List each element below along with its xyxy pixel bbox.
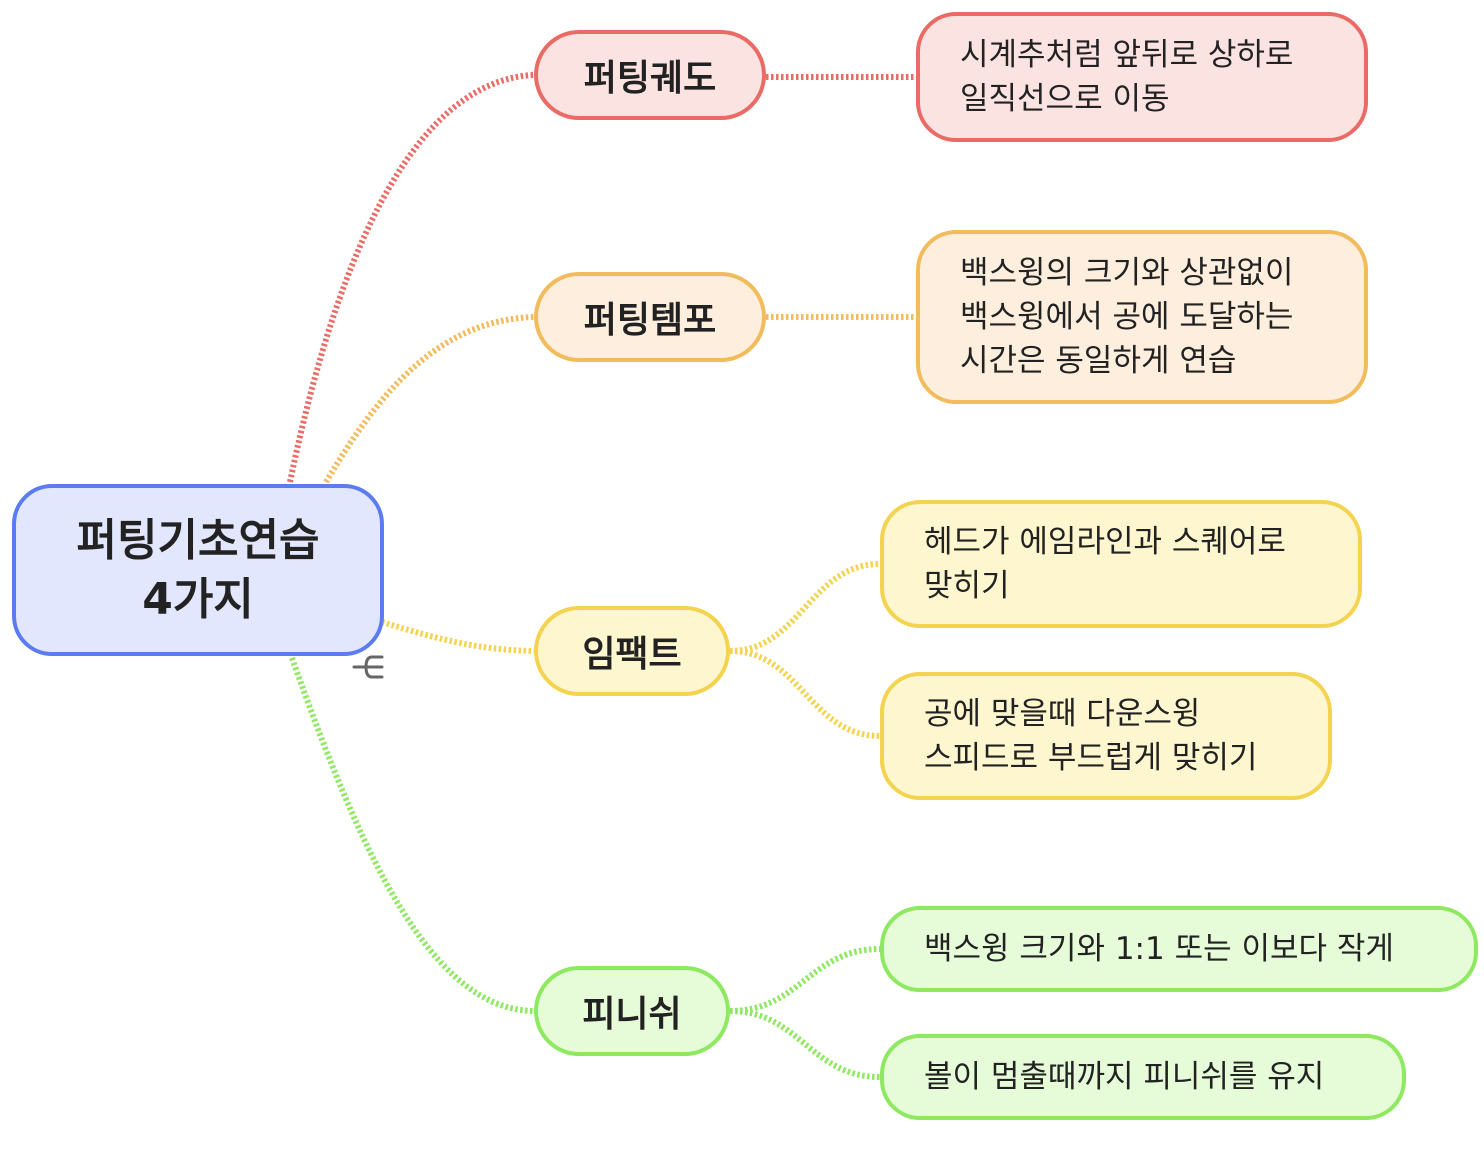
branch-topic-label: 퍼팅템포 [583,300,717,341]
branch-topic-2[interactable]: 퍼팅템포 [534,272,766,362]
connector-root-branch-1 [287,72,535,483]
subtopic-3-2[interactable]: 공에 맞을때 다운스윙 스피드로 부드럽게 맞히기 [880,672,1332,800]
subtopic-4-1[interactable]: 백스윙 크기와 1:1 또는 이보다 작게 [880,906,1478,992]
subtopic-text: 백스윙 크기와 1:1 또는 이보다 작게 [924,930,1394,967]
branch-topic-label: 퍼팅궤도 [583,58,717,99]
root-topic[interactable]: 퍼팅기초연습 4가지 [12,484,384,656]
subtopic-text: 백스윙의 크기와 상관없이 백스윙에서 공에 도달하는 시간은 동일하게 연습 [960,254,1294,379]
connector-root-branch-2 [323,314,535,484]
root-topic-label: 퍼팅기초연습 4가지 [76,514,320,625]
branch-topic-1[interactable]: 퍼팅궤도 [534,30,766,120]
subtopic-text: 공에 맞을때 다운스윙 스피드로 부드럽게 맞히기 [924,695,1258,776]
connector-branch-3-leaf-1 [729,561,881,654]
branch-topic-4[interactable]: 피니쉬 [534,966,730,1056]
subtopic-text: 헤드가 에임라인과 스퀘어로 맞히기 [924,523,1286,604]
subtopic-text: 시계추처럼 앞뒤로 상하로 일직선으로 이동 [960,36,1294,117]
collapse-branch-icon[interactable] [348,650,388,684]
subtopic-2-1[interactable]: 백스윙의 크기와 상관없이 백스윙에서 공에 도달하는 시간은 동일하게 연습 [916,230,1368,404]
branch-topic-label: 피니쉬 [582,994,682,1035]
branch-topic-3[interactable]: 임팩트 [534,606,730,696]
subtopic-4-2[interactable]: 볼이 멈출때까지 피니쉬를 유지 [880,1034,1406,1120]
connector-root-branch-4 [289,656,535,1014]
connector-branch-4-leaf-2 [729,1008,881,1080]
subtopic-3-1[interactable]: 헤드가 에임라인과 스퀘어로 맞히기 [880,500,1362,628]
connector-branch-3-leaf-2 [729,648,881,739]
subtopic-1-1[interactable]: 시계추처럼 앞뒤로 상하로 일직선으로 이동 [916,12,1368,142]
subtopic-text: 볼이 멈출때까지 피니쉬를 유지 [924,1058,1325,1095]
branch-topic-label: 임팩트 [582,634,682,675]
connector-branch-4-leaf-1 [729,946,881,1014]
connector-root-branch-3 [381,619,535,654]
